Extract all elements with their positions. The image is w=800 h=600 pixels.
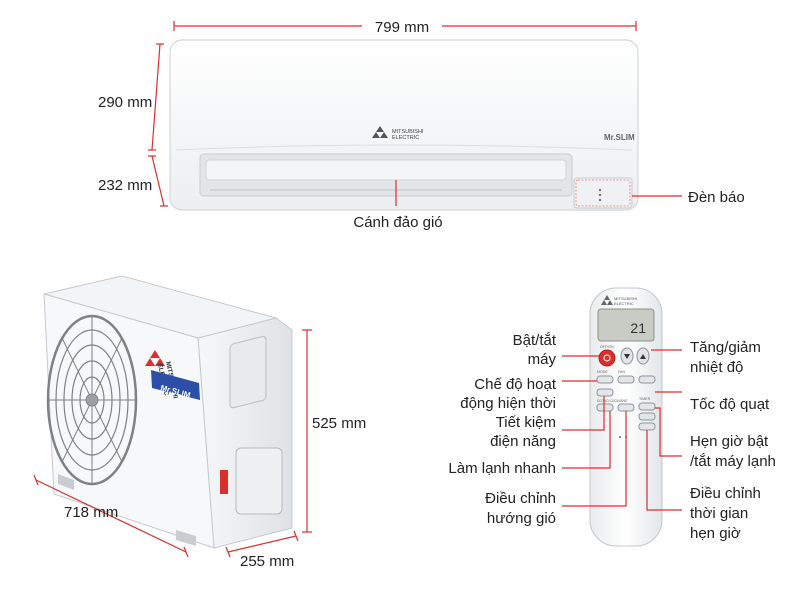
indicator-highlight [575, 179, 631, 207]
remote-power-button[interactable] [598, 349, 616, 367]
label-timer-adjust-line1: Điều chỉnh [690, 485, 761, 502]
temp-up-icon [640, 354, 646, 359]
outdoor-dimensions [33, 329, 312, 558]
remote-btn-label-fan: FAN [618, 370, 625, 374]
label-timer-line1: Hẹn giờ bật [690, 433, 769, 450]
indoor-dimensions [148, 21, 682, 207]
label-temp-line2: nhiệt độ [690, 359, 743, 376]
remote-fan-button[interactable] [617, 375, 635, 384]
label-timer-adjust-line2: thời gian [690, 505, 748, 522]
remote-mode-button[interactable] [596, 375, 614, 384]
indoor-brand-line2: ELECTRIC [392, 135, 419, 141]
outdoor-warning-label [220, 470, 228, 494]
remote-btn-label-power: OFF/ON [600, 345, 614, 349]
remote-callouts [562, 349, 682, 511]
callout-eco [562, 396, 605, 431]
indicator-light-1 [598, 188, 602, 192]
label-fan: Tốc độ quạt [690, 396, 770, 413]
remote-btn-label-mode: MODE [597, 370, 608, 374]
remote-brand-logo: MITSUBISHI ELECTRIC [601, 295, 637, 306]
outdoor-foot-left [58, 474, 74, 490]
indoor-unit: MITSUBISHI ELECTRIC Mr.SLIM [169, 39, 639, 211]
indoor-width-label: 799 mm [375, 19, 429, 36]
indoor-depth-label: 232 mm [98, 177, 152, 194]
power-icon [603, 354, 611, 362]
indoor-height-label: 290 mm [98, 94, 152, 111]
remote-lcd-display [597, 308, 655, 342]
indicator-light-3 [598, 198, 602, 202]
outdoor-fan-grille [46, 314, 138, 486]
callout-timer [655, 407, 682, 457]
callout-timer-adjust [646, 430, 682, 511]
remote-timer-adjust-button[interactable] [638, 422, 656, 431]
remote-dot-1 [619, 436, 621, 438]
label-power-line2: máy [528, 351, 557, 368]
indoor-unit-vane [205, 159, 567, 181]
label-mode-line1: Chế độ hoạt [474, 376, 557, 393]
callout-econo-cool [562, 411, 611, 469]
outdoor-height-label: 525 mm [312, 415, 366, 432]
outdoor-valve-cover [235, 447, 283, 515]
outdoor-depth-line [227, 535, 297, 553]
remote-brand-line2: ELECTRIC [614, 301, 634, 306]
remote-vane-button[interactable] [617, 403, 635, 412]
indoor-depth-line [151, 155, 165, 207]
remote-eco-button[interactable] [596, 388, 614, 397]
label-timer-adjust-line3: hẹn giờ [690, 525, 741, 542]
outdoor-depth-label: 255 mm [240, 553, 294, 570]
label-eco-line2: điện năng [490, 433, 556, 450]
indicator-label: Đèn báo [688, 189, 745, 206]
outdoor-service-cover [229, 336, 267, 409]
label-vane-line1: Điều chỉnh [485, 490, 556, 507]
label-vane-line2: hướng gió [487, 510, 556, 527]
remote-btn-label-econo: ECONO COOL [597, 399, 619, 403]
remote-timer-off-button[interactable] [638, 412, 656, 421]
label-eco-line1: Tiết kiệm [496, 414, 556, 431]
outdoor-unit: MITSUBISHI ELECTRIC Mr.SLIM [43, 275, 293, 549]
indoor-height-line [151, 43, 161, 151]
remote-btn-label-timer: TIMER [639, 397, 651, 401]
outdoor-model-badge [151, 370, 200, 400]
remote-display-temp: 21 [630, 320, 646, 336]
remote-fan-speed-button[interactable] [638, 375, 656, 384]
outdoor-width-label: 718 mm [64, 504, 118, 521]
indoor-unit-front-curve [175, 144, 633, 151]
indoor-model-text: Mr.SLIM [604, 133, 635, 142]
remote-brand-line1: MITSUBISHI [614, 296, 637, 301]
remote-econo-cool-button[interactable] [596, 403, 614, 412]
flap-label: Cánh đảo gió [353, 214, 442, 231]
label-econo-cool: Làm lạnh nhanh [448, 460, 556, 477]
outdoor-foot-right [176, 530, 196, 546]
label-power-line1: Bật/tắt [513, 332, 557, 349]
temp-down-icon [624, 354, 630, 359]
remote-btn-label-vane: VANE [618, 399, 628, 403]
remote-timer-on-button[interactable] [638, 402, 656, 411]
label-temp-line1: Tăng/giảm [690, 339, 761, 356]
callout-vane [562, 411, 627, 507]
indoor-brand-logo: MITSUBISHI ELECTRIC [372, 126, 424, 141]
label-mode-line2: động hiện thời [460, 395, 556, 412]
indicator-light-2 [598, 193, 602, 197]
indoor-brand-line1: MITSUBISHI [392, 129, 424, 135]
indicator-panel [573, 177, 633, 209]
label-timer-line2: /tắt máy lạnh [690, 453, 776, 470]
outdoor-width-line [35, 479, 187, 553]
